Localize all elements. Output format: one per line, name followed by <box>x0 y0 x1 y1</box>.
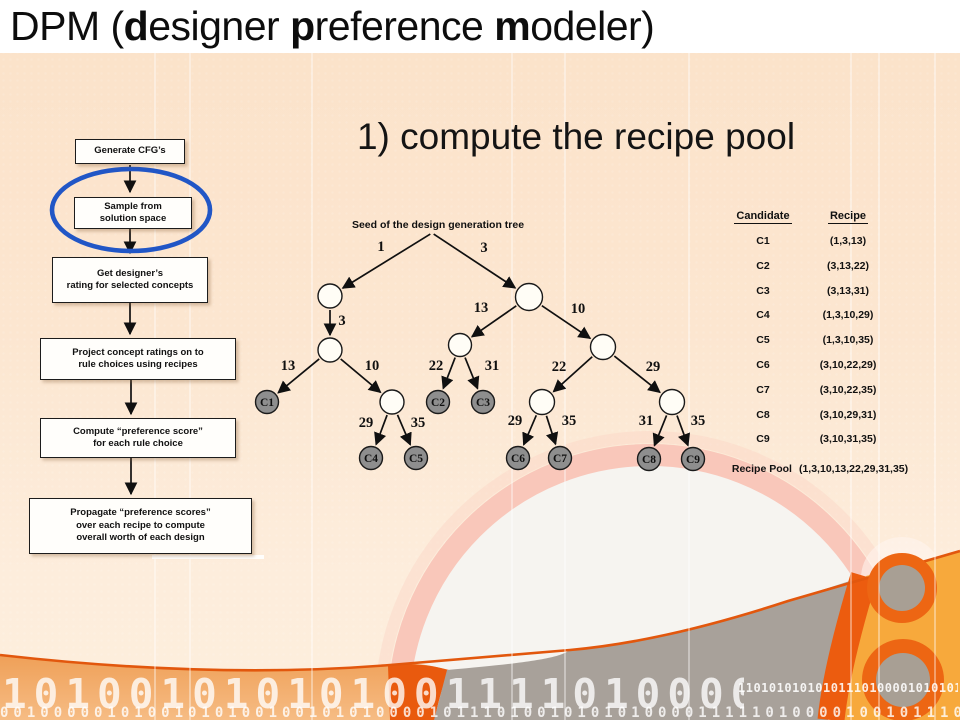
table-header-candidate: Candidate <box>734 210 792 224</box>
tree-edge <box>541 304 592 340</box>
tree-edge-label: 35 <box>562 413 577 429</box>
table-cell-candidate: C6 <box>756 359 770 371</box>
tree-edge <box>552 356 593 393</box>
tree-node <box>528 388 556 416</box>
table-cell-candidate: C1 <box>756 235 770 247</box>
flowchart-step-4: Project concept ratings on to rule choic… <box>40 338 236 380</box>
tree-node <box>589 333 617 361</box>
tree-node <box>514 282 544 312</box>
flowchart-step-3: Get designer’s rating for selected conce… <box>52 257 208 303</box>
table-cell-recipe: (3,10,22,29) <box>819 359 877 371</box>
tree-edge <box>613 355 661 394</box>
tree-node <box>317 283 343 309</box>
orange-band <box>817 572 877 720</box>
recipe-pool-line: Recipe Pool (1,3,10,13,22,29,31,35) <box>703 463 937 475</box>
tree-edge-label: 31 <box>485 358 500 374</box>
tree-edge <box>441 357 456 390</box>
tree-edge <box>433 233 517 289</box>
tree-edge <box>464 357 480 390</box>
tree-edge <box>545 415 559 446</box>
swoosh-line <box>0 549 960 672</box>
tree-edge <box>374 414 388 446</box>
tree-edge-label: 10 <box>571 301 586 317</box>
tree-leaf-node <box>254 389 280 415</box>
flowchart-step-1: Generate CFG’s <box>75 139 185 164</box>
tree-edge-label: 29 <box>646 359 661 375</box>
tree-leaf-label: C4 <box>364 453 378 465</box>
flowchart-step-5: Compute “preference score” for each rule… <box>40 418 236 458</box>
tree-edge-label: 1 <box>377 239 384 255</box>
recipe-pool-value: (1,3,10,13,22,29,31,35) <box>798 463 909 475</box>
tree-edge-label: 3 <box>338 313 345 329</box>
background-swoosh <box>0 537 960 720</box>
tree-leaf-node <box>358 445 384 471</box>
tree-edge-label: 13 <box>281 358 296 374</box>
table-cell-recipe: (3,10,31,35) <box>819 433 877 446</box>
tree-edge-label: 35 <box>411 415 426 431</box>
tree-leaf-label: C5 <box>409 453 423 465</box>
table-cell-recipe: (1,3,10,29) <box>822 309 874 322</box>
table-cell-recipe: (3,13,31) <box>826 284 870 297</box>
table-cell-recipe: (1,3,10,35) <box>822 334 874 347</box>
tree-node <box>317 337 343 363</box>
tree-leaf-label: C3 <box>476 397 490 409</box>
swoosh-left-band <box>0 655 447 720</box>
tree-edge-label: 3 <box>480 240 487 256</box>
table-cell-recipe: (3,13,22) <box>826 259 870 272</box>
tree-leaf-node <box>403 445 429 471</box>
section-heading: 1) compute the recipe pool <box>356 116 796 157</box>
title-part: d <box>123 3 149 49</box>
donut-1-center <box>879 565 925 611</box>
tree-edge <box>277 358 320 394</box>
title-part: reference <box>314 3 495 49</box>
tree-leaf-label: C1 <box>260 397 274 409</box>
table-cell-recipe: (3,10,29,31) <box>819 408 877 421</box>
tree-edge <box>340 358 382 394</box>
title-part: DPM ( <box>10 3 124 49</box>
tree-edge <box>396 414 412 446</box>
tree-edge-label: 22 <box>552 359 567 375</box>
table-cell-candidate: C5 <box>756 334 770 347</box>
table-cell-candidate: C2 <box>756 259 770 272</box>
recipe-pool-label: Recipe Pool <box>731 463 792 475</box>
recipe-table: Candidate Recipe C1 (1,3,13) C2 (3,13,22) C3… <box>715 200 925 490</box>
tree-edge <box>470 305 517 338</box>
tree-node <box>447 332 473 358</box>
slide-title: DPM (designer preference modeler) <box>10 3 655 50</box>
table-cell-recipe: (1,3,13) <box>829 235 867 247</box>
swoosh-orange-wedge <box>388 664 449 720</box>
table-cell-candidate: C7 <box>756 383 770 396</box>
donut-2-center <box>876 653 930 707</box>
title-part: m <box>494 3 531 49</box>
tree-edge <box>522 414 538 446</box>
tree-edge <box>341 233 431 289</box>
tree-edge-label: 35 <box>691 413 706 429</box>
table-cell-candidate: C8 <box>756 408 770 421</box>
tree-edge-label: 29 <box>359 415 374 431</box>
tree-leaf-node <box>470 389 496 415</box>
table-cell-candidate: C9 <box>756 433 770 446</box>
tree-node <box>658 388 686 416</box>
tree-leaf-node <box>425 389 451 415</box>
table-header-recipe: Recipe <box>827 210 869 224</box>
flowchart-step-6: Propagate “preference scores” over each … <box>29 498 252 554</box>
tree-edge-label: 31 <box>639 413 654 429</box>
tree-edge-label: 10 <box>365 358 380 374</box>
title-part: esigner <box>148 3 291 49</box>
tree-edge-label: 22 <box>429 358 444 374</box>
tree-title: Seed of the design generation tree <box>352 219 524 231</box>
table-cell-candidate: C3 <box>756 284 770 297</box>
tree-node <box>379 389 405 415</box>
table-cell-candidate: C4 <box>756 309 770 322</box>
tree-edge-label: 29 <box>508 413 523 429</box>
table-cell-recipe: (3,10,22,35) <box>819 383 877 396</box>
flowchart-step-2: Sample from solution space <box>74 197 192 229</box>
title-bar: DPM (designer preference modeler) <box>0 0 960 53</box>
title-part: odeler) <box>530 3 655 49</box>
tree-edge-label: 13 <box>474 300 489 316</box>
title-part: p <box>290 3 315 49</box>
decor-white-bar <box>152 555 264 559</box>
tree-leaf-label: C2 <box>431 397 445 409</box>
